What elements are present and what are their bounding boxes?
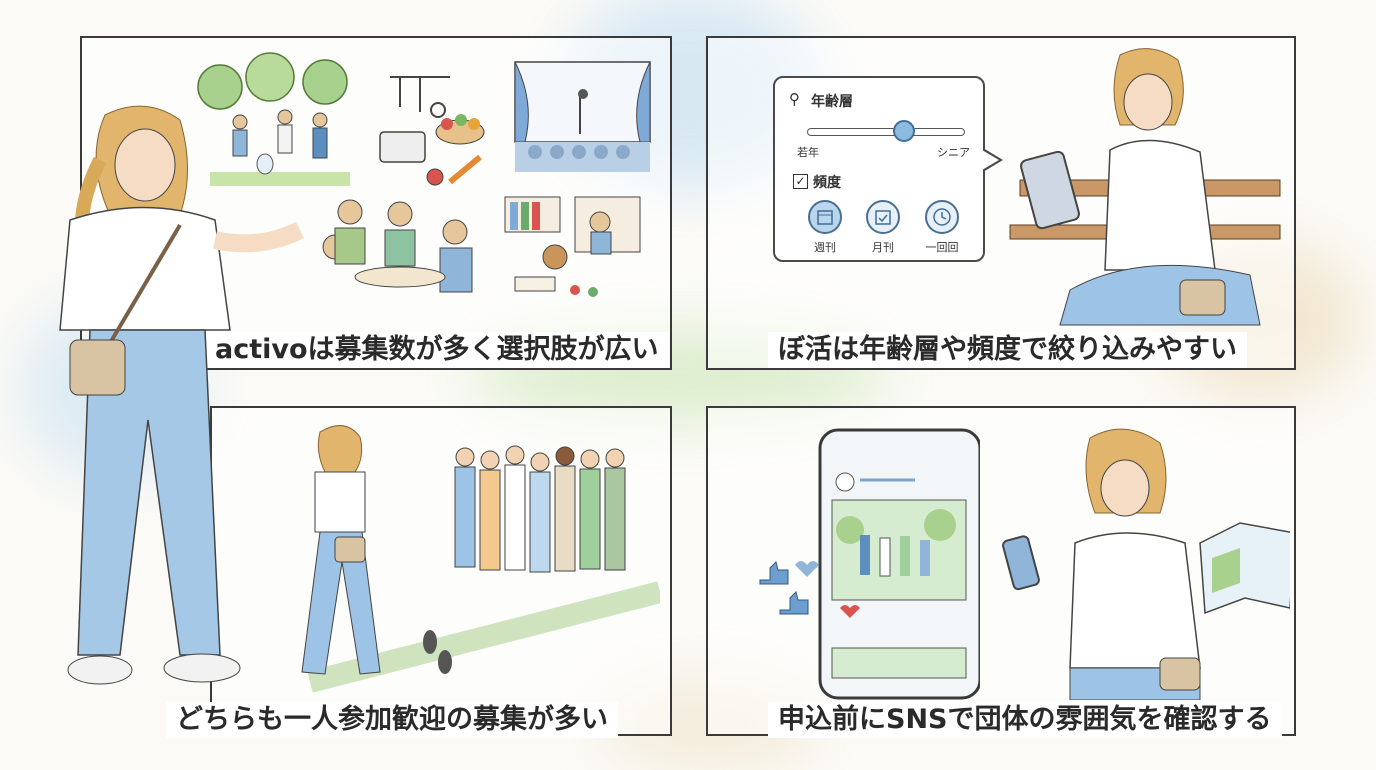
weekly-option-label: 週刊 [814, 241, 836, 254]
calendar-icon [817, 210, 833, 225]
clock-icon [933, 208, 951, 226]
age-max-label: シニア [937, 146, 970, 159]
age-slider-track[interactable] [807, 128, 965, 136]
community-meal-scene [322, 199, 473, 293]
stage-scene [514, 61, 651, 172]
frequency-checkbox[interactable]: ✓ [793, 174, 808, 189]
panel-sns-caption: 申込前にSNSで団体の雰囲気を確認する [768, 702, 1282, 739]
panel-activo-illustration [197, 52, 651, 297]
search-icon: ⚲ [789, 90, 800, 108]
monthly-option-label: 月刊 [872, 241, 894, 254]
phone-sns-illustration [759, 428, 980, 700]
childrens-room-scene [504, 196, 641, 297]
panel-activo-caption: activoは募集数が多く選択肢が広い [205, 332, 669, 369]
monthly-option-button[interactable] [866, 200, 900, 234]
frequency-filter-label: 頻度 [813, 175, 841, 191]
woman-with-tablet-illustration [1009, 48, 1281, 326]
one-time-option-button[interactable] [925, 200, 959, 234]
age-min-label: 若年 [797, 146, 819, 159]
solo-participant-illustration [301, 425, 660, 693]
panel-boktsu-caption: ぼ活は年齢層や頻度で絞り込みやすい [768, 332, 1247, 369]
cooking-scene [379, 76, 485, 186]
calendar-check-icon [875, 210, 891, 225]
one-time-option-label: 一回回 [925, 241, 959, 254]
panel-solo-caption: どちらも一人参加歓迎の募集が多い [166, 702, 618, 739]
woman-with-phone-illustration [1002, 428, 1290, 700]
park-cleanup-scene [197, 52, 350, 186]
weekly-option-button[interactable] [808, 200, 842, 234]
filter-card: ⚲ 年齢層 若年 シニア ✓ 頻度 週刊 月刊 一回回 [773, 76, 1003, 262]
age-filter-label: 年齢層 [811, 94, 853, 110]
welcoming-group [454, 445, 626, 573]
age-slider-knob[interactable] [892, 120, 915, 142]
presenter-woman-illustration [59, 105, 305, 685]
